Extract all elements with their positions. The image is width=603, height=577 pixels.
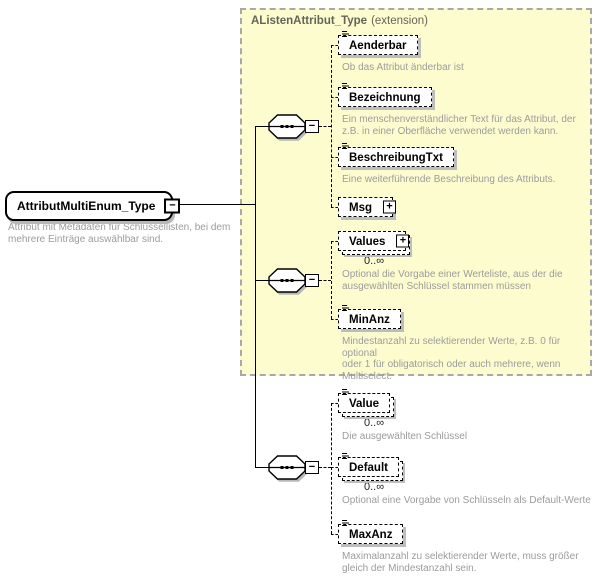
element-name: BeschreibungTxt (349, 152, 443, 164)
text-content-icon (341, 82, 350, 91)
collapse-toggle[interactable]: − (305, 274, 319, 287)
element-box-bezeichnung[interactable]: Bezeichnung (338, 83, 432, 107)
expand-toggle[interactable]: + (383, 200, 396, 214)
element-description: Ob das Attribut änderbar ist (342, 62, 464, 73)
connector-dashed-line (331, 467, 338, 468)
root-element-name: AttributMultiEnum_Type (17, 199, 156, 213)
element-box-default[interactable]: Default (338, 453, 399, 477)
element-values: Values + 0..∞ Optional die Vorgabe einer… (338, 231, 597, 292)
text-content-icon (341, 519, 350, 528)
connector-dashed-line (331, 45, 338, 46)
sequence-connector-3: − (268, 455, 322, 480)
element-box-aenderbar[interactable]: Aenderbar (338, 31, 418, 55)
connector-dashed-line (331, 97, 338, 98)
sequence-connector-2: − (268, 268, 322, 293)
element-box-beschreibungtxt[interactable]: BeschreibungTxt (338, 143, 454, 167)
occurrence-label: 0..∞ (364, 255, 385, 267)
connector-line (255, 280, 270, 281)
occurrence-label: 0..∞ (364, 417, 385, 429)
sequence-icon (268, 268, 306, 293)
connector-dashed-line (331, 319, 338, 320)
element-beschreibungtxt: BeschreibungTxt Eine weiterführende Besc… (338, 143, 597, 186)
text-content-icon (341, 452, 350, 461)
connector-line (255, 126, 256, 468)
connector-dashed-line (331, 157, 338, 158)
text-content-icon (341, 304, 350, 313)
element-description: Ein menschenverständlicher Text für das … (342, 114, 576, 137)
sequence-icon (268, 455, 306, 480)
element-name: Msg (349, 202, 372, 214)
connector-dashed-line (331, 534, 338, 535)
element-description: Eine weiterführende Beschreibung des Att… (342, 174, 556, 185)
element-value: Value 0..∞ Die ausgewählten Schlüssel (338, 389, 597, 443)
element-description: Optional die Vorgabe einer Werteliste, a… (342, 269, 563, 292)
connector-dashed-line (331, 207, 338, 208)
connector-line (160, 204, 255, 205)
element-box-maxanz[interactable]: MaxAnz (338, 520, 404, 544)
sequence-icon (268, 114, 306, 139)
extension-title: AListenAttribut_Type(extension) (242, 10, 590, 27)
extension-container: AListenAttribut_Type(extension) (240, 8, 592, 376)
connector-line (255, 467, 270, 468)
element-maxanz: MaxAnz Maximalanzahl zu selektierender W… (338, 520, 597, 574)
collapse-toggle[interactable]: − (305, 461, 319, 474)
expand-toggle[interactable]: + (396, 234, 410, 248)
connector-dashed-line (319, 280, 331, 281)
element-box-msg[interactable]: Msg + (338, 197, 396, 217)
element-name: MaxAnz (349, 529, 393, 541)
text-content-icon (341, 142, 350, 151)
element-box-value[interactable]: Value (338, 389, 391, 413)
connector-dashed-line (319, 126, 331, 127)
element-bezeichnung: Bezeichnung Ein menschenverständlicher T… (338, 83, 597, 137)
collapse-toggle[interactable]: − (164, 198, 181, 214)
sequence-connector-1: − (268, 114, 322, 139)
text-content-icon (341, 388, 350, 397)
element-minanz: MinAnz Mindestanzahl zu selektierender W… (338, 305, 597, 382)
element-box-values[interactable]: Values + (338, 231, 410, 251)
extension-qualifier: (extension) (371, 15, 428, 27)
element-name: Value (349, 398, 380, 410)
connector-dashed-line (331, 241, 332, 319)
connector-dashed-line (331, 45, 332, 207)
element-name: MinAnz (349, 314, 390, 326)
element-description: Die ausgewählten Schlüssel (342, 431, 468, 442)
element-description: Optional eine Vorgabe von Schlüsseln als… (342, 495, 591, 506)
collapse-toggle[interactable]: − (305, 120, 319, 133)
element-msg: Msg + (338, 197, 396, 217)
occurrence-label: 0..∞ (364, 481, 385, 493)
connector-dashed-line (331, 241, 338, 242)
element-name: Bezeichnung (349, 92, 421, 104)
element-default: Default 0..∞ Optional eine Vorgabe von S… (338, 453, 597, 507)
connector-line (255, 126, 270, 127)
root-element-attributmultienum-type[interactable]: AttributMultiEnum_Type − (5, 191, 181, 221)
element-name: Aenderbar (349, 40, 407, 52)
extension-type-name: AListenAttribut_Type (251, 15, 368, 27)
text-content-icon (341, 30, 350, 39)
element-name: Default (349, 462, 388, 474)
element-name: Values (349, 236, 386, 248)
element-aenderbar: Aenderbar Ob das Attribut änderbar ist (338, 31, 597, 74)
element-description: Maximalanzahl zu selektierender Werte, m… (342, 551, 579, 574)
connector-dashed-line (331, 403, 332, 534)
root-element-description: Attribut mit Metadaten für Schlüssellist… (8, 222, 231, 245)
connector-dashed-line (319, 467, 331, 468)
connector-dashed-line (331, 403, 338, 404)
element-box-minanz[interactable]: MinAnz (338, 305, 401, 329)
element-description: Mindestanzahl zu selektierender Werte, z… (342, 336, 561, 382)
